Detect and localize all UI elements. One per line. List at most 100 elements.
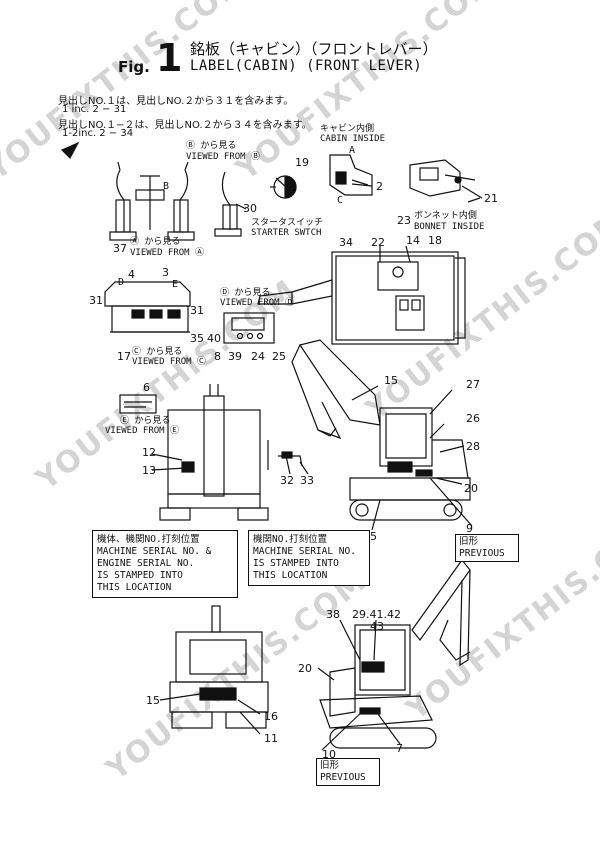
cabin-inside-panel [329,154,373,196]
figure-number: 1 [156,36,183,80]
excavator-front-view [159,384,269,521]
note-line: 旧形 [459,536,479,547]
note-line: 見出しNO.１−２は、見出しNO.２から３４を含みます。 [58,120,312,131]
note-line: MACHINE SERIAL NO. & [97,546,212,557]
callout-11: 11 [264,732,278,745]
callout-27: 27 [466,378,480,391]
callout-26: 26 [466,412,480,425]
excavator-iso-view [319,559,471,749]
view-a-caption-jp: Ⓐ から見る [130,237,181,247]
note-line: 機体、機関NO.打刻位置 [97,534,200,545]
bonnet-inside-caption-jp: ボンネット内側 [414,211,477,221]
view-d-caption-en: VIEWED FROM Ⓓ [220,298,295,308]
callout-3: 3 [162,266,169,279]
callout-37: 37 [113,242,127,255]
view-c-caption-en: VIEWED FROM Ⓒ [132,357,207,367]
callout-15-side: 15 [384,374,398,387]
callout-12: 12 [142,446,156,459]
view-d-caption-jp: Ⓓ から見る [220,288,271,298]
callout-13: 13 [142,464,156,477]
callout-21: 21 [484,192,498,205]
callout-43: 43 [370,620,384,633]
callout-25: 25 [272,350,286,363]
label-plate-view-e [119,394,157,414]
starter-switch [270,175,297,199]
starter-caption-en: STARTER SWTCH [251,228,322,238]
marker-b: B [163,181,170,192]
view-b-caption-en: VIEWED FROM Ⓑ [186,152,261,162]
title-english: LABEL(CABIN) (FRONT LEVER) [190,58,423,74]
lever-assembly-left [109,161,195,241]
callout-18: 18 [428,234,442,247]
view-b-caption-jp: Ⓑ から見る [186,141,237,151]
callout-5: 5 [370,530,377,543]
marker-e: E [172,279,179,290]
callout-29-41-42: 29.41.42 [352,608,401,621]
note-line: 1 inc. 2 − 31 [62,104,127,115]
note-line: PREVIOUS [459,548,505,559]
callout-38: 38 [326,608,340,621]
previous-model-note-10: 旧形 PREVIOUS [316,758,380,786]
callout-6: 6 [143,381,150,394]
callout-16: 16 [264,710,278,723]
callout-33: 33 [300,474,314,487]
title-japanese: 銘板（キャビン）（フロントレバー） [190,40,438,58]
bonnet-inside-caption-en: BONNET INSIDE [414,222,485,232]
note-line: IS STAMPED INTO [97,570,183,581]
detail-bracket [267,440,303,470]
lever-single [214,171,242,237]
note-line: ENGINE SERIAL NO. [97,558,195,569]
marker-a: A [349,145,356,156]
figure-label: Fig. [118,58,150,76]
callout-10: 10 [322,748,336,761]
callout-8: 8 [214,350,221,363]
callout-39: 39 [228,350,242,363]
callout-20-side: 20 [464,482,478,495]
view-a-caption-en: VIEWED FROM Ⓐ [130,248,205,258]
marker-d: D [118,277,125,288]
callout-19: 19 [295,156,309,169]
excavator-rear-view [169,605,269,729]
callout-17: 17 [117,350,131,363]
view-c-caption-jp: Ⓒ から見る [132,347,183,357]
meter-panel-view-d [223,312,275,344]
callout-28: 28 [466,440,480,453]
note-line: IS STAMPED INTO [253,558,339,569]
callout-23: 23 [397,214,411,227]
callout-32: 32 [280,474,294,487]
callout-15-rear: 15 [146,694,160,707]
callout-31-left: 31 [89,294,103,307]
callout-9: 9 [466,522,473,535]
serial-location-note-side: 機関NO.打刻位置 MACHINE SERIAL NO. IS STAMPED … [248,530,370,586]
note-line: 機関NO.打刻位置 [253,534,328,545]
callout-2: 2 [376,180,383,193]
view-e-caption-jp: Ⓔ から見る [120,416,171,426]
note-line: 旧形 [320,760,340,771]
view-e-caption-en: VIEWED FROM Ⓔ [105,426,180,436]
callout-4: 4 [128,268,135,281]
callout-34: 34 [339,236,353,249]
callout-7: 7 [396,742,403,755]
callout-31-right: 31 [190,304,204,317]
cabin-inside-caption-en: CABIN INSIDE [320,134,386,144]
serial-location-note-front: 機体、機関NO.打刻位置 MACHINE SERIAL NO. & ENGINE… [92,530,238,598]
callout-22: 22 [371,236,385,249]
note-line: 1-2inc. 2 − 34 [62,128,134,139]
marker-c: C [337,195,344,206]
previous-model-note-9: 旧形 PREVIOUS [455,534,519,562]
callout-40: 40 [207,332,221,345]
callout-24: 24 [251,350,265,363]
control-panel-view-e [104,281,191,333]
note-line: PREVIOUS [320,772,366,783]
note-line: 見出しNO.１は、見出しNO.２から３１を含みます。 [58,96,294,107]
cabin-inside-caption-jp: キャビン内側 [320,124,375,134]
note-line: MACHINE SERIAL NO. [253,546,356,557]
note-line: THIS LOCATION [253,570,328,581]
note-line: THIS LOCATION [97,582,172,593]
starter-caption-jp: スタータスイッチ [251,218,324,228]
direction-arrow-icon [60,141,80,159]
machine-top-view [257,251,466,345]
bonnet-inside-part [409,159,483,199]
callout-20-iso: 20 [298,662,312,675]
callout-30: 30 [243,202,257,215]
